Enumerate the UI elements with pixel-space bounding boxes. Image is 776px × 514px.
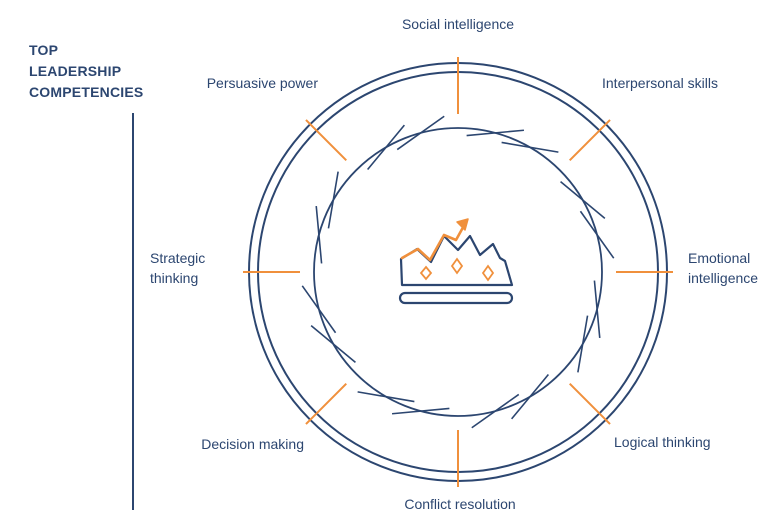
label-strategic-thinking-line-2: thinking — [150, 270, 199, 286]
navy-tick — [560, 181, 606, 219]
navy-tick — [577, 315, 589, 373]
inner-ring — [313, 127, 603, 417]
label-persuasive-power: Persuasive power — [206, 75, 318, 91]
crown-icon — [398, 218, 514, 305]
navy-tick — [579, 210, 615, 259]
navy-tick — [471, 393, 520, 429]
wheel-ticks — [243, 57, 673, 487]
label-conflict-resolution: Conflict resolution — [404, 496, 516, 512]
navy-tick — [327, 171, 339, 229]
navy-tick — [301, 285, 337, 334]
accent-tick — [569, 119, 611, 161]
accent-tick — [305, 119, 347, 161]
title-line-2: LEADERSHIP — [29, 63, 122, 79]
accent-tick — [305, 383, 347, 425]
label-decision-making: Decision making — [201, 436, 304, 452]
navy-tick — [396, 115, 445, 151]
navy-tick — [511, 374, 549, 420]
label-interpersonal-skills: Interpersonal skills — [602, 75, 718, 91]
label-strategic-thinking-line-1: Strategic — [150, 250, 206, 266]
navy-tick — [310, 325, 356, 363]
diagram-title: TOP LEADERSHIP COMPETENCIES — [29, 40, 143, 103]
navy-tick — [357, 391, 415, 403]
label-social-intelligence: Social intelligence — [401, 16, 515, 32]
label-emotional-intelligence-line-1: Emotional — [688, 250, 751, 266]
label-strategic-thinking: Strategic thinking — [150, 248, 205, 288]
navy-tick — [315, 205, 323, 264]
label-emotional-intelligence: Emotional intelligence — [688, 248, 758, 288]
navy-tick — [593, 280, 601, 339]
accent-tick — [569, 383, 611, 425]
title-line-3: COMPETENCIES — [29, 84, 144, 100]
navy-tick — [501, 141, 559, 153]
label-logical-thinking: Logical thinking — [614, 434, 711, 450]
navy-tick — [466, 129, 525, 137]
navy-tick — [367, 124, 405, 170]
navy-tick — [391, 407, 450, 415]
growth-arrow-icon — [400, 220, 468, 262]
title-line-1: TOP — [29, 42, 59, 58]
title-divider — [132, 113, 134, 510]
label-emotional-intelligence-line-2: intelligence — [688, 270, 759, 286]
